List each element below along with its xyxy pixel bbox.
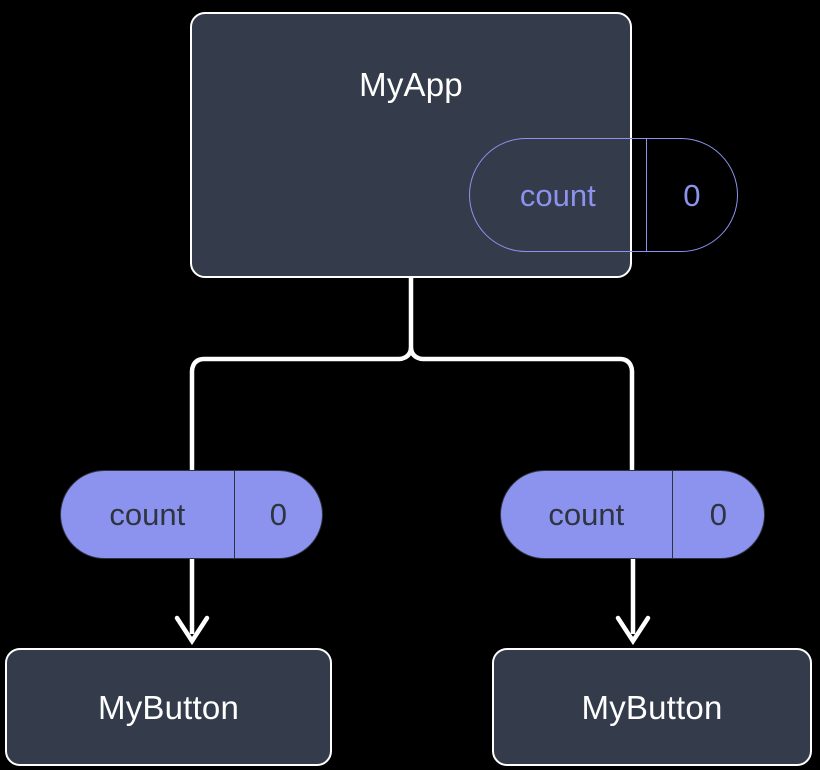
state-pill-count[interactable]: count 0 — [469, 138, 738, 252]
component-node-myapp[interactable]: MyApp count 0 — [190, 12, 738, 278]
prop-arrow-right — [615, 559, 651, 646]
state-pill-key: count — [519, 177, 596, 213]
prop-pill-right-key: count — [548, 497, 625, 532]
component-label-mybutton-left: MyButton — [98, 688, 239, 726]
prop-arrow-left — [174, 559, 210, 646]
prop-pill-left-key: count — [109, 497, 186, 532]
component-node-mybutton-right[interactable]: MyButton — [492, 648, 812, 766]
component-node-mybutton-left[interactable]: MyButton — [5, 648, 332, 766]
tree-branch-connector — [189, 274, 635, 473]
prop-pill-left[interactable]: count 0 — [60, 470, 323, 559]
state-pill-value: 0 — [645, 139, 737, 251]
prop-pill-right-value: 0 — [671, 471, 764, 558]
component-label-myapp: MyApp — [359, 66, 463, 103]
component-label-mybutton-right: MyButton — [581, 688, 723, 726]
prop-pill-left-value: 0 — [233, 471, 322, 558]
prop-pill-right[interactable]: count 0 — [500, 470, 765, 559]
